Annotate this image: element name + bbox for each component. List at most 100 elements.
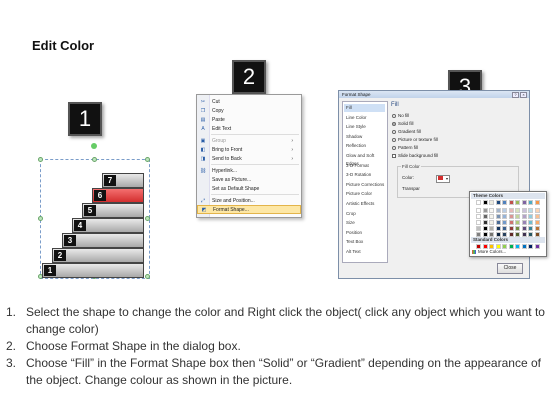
color-swatch[interactable] <box>502 220 507 225</box>
nav-item-fill[interactable]: Fill <box>344 104 385 112</box>
nav-item-3-d-format[interactable]: 3-D Format <box>346 162 369 168</box>
menu-item-copy[interactable]: ❐Copy <box>197 106 301 115</box>
color-swatch[interactable] <box>476 220 481 225</box>
nav-item-3-d-rotation[interactable]: 3-D Rotation <box>346 172 372 178</box>
menu-item-hyperlink[interactable]: ⛓Hyperlink... <box>197 166 301 175</box>
color-swatch[interactable] <box>482 232 488 237</box>
color-swatch[interactable] <box>508 226 514 231</box>
stair-step[interactable] <box>52 248 144 263</box>
close-icon[interactable]: × <box>520 92 527 98</box>
color-swatch[interactable] <box>508 232 514 237</box>
color-swatch[interactable] <box>482 220 488 225</box>
color-swatch[interactable] <box>502 226 507 231</box>
fill-option-picture-or-texture-fill[interactable]: Picture or texture fill <box>392 137 438 142</box>
color-swatch[interactable] <box>508 220 514 225</box>
standard-color-swatch[interactable] <box>502 244 507 249</box>
nav-item-artistic-effects[interactable]: Artistic Effects <box>346 201 375 206</box>
fill-option-solid-fill[interactable]: Solid fill <box>392 121 414 126</box>
standard-color-swatch[interactable] <box>515 244 520 249</box>
color-swatch[interactable] <box>476 226 481 231</box>
menu-item-size-and-position[interactable]: ⤢Size and Position... <box>197 196 301 205</box>
color-swatch[interactable] <box>534 214 540 219</box>
menu-item-bring-to-front[interactable]: ◧Bring to Front› <box>197 146 301 155</box>
nav-item-text-box[interactable]: Text Box <box>346 239 364 245</box>
color-swatch[interactable] <box>515 220 520 225</box>
color-swatch[interactable] <box>521 220 527 225</box>
standard-color-swatch[interactable] <box>482 244 488 249</box>
color-dropdown[interactable]: ▾ <box>436 175 450 183</box>
fill-option-gradient-fill[interactable]: Gradient fill <box>392 129 421 134</box>
nav-item-picture-color[interactable]: Picture Color <box>346 191 373 197</box>
color-swatch[interactable] <box>508 214 514 219</box>
standard-color-swatch[interactable] <box>521 244 527 249</box>
color-swatch[interactable] <box>482 208 488 213</box>
color-swatch[interactable] <box>521 232 527 237</box>
color-swatch[interactable] <box>482 226 488 231</box>
fill-option-pattern-fill[interactable]: Pattern fill <box>392 145 418 150</box>
color-swatch[interactable] <box>476 200 481 205</box>
menu-item-group[interactable]: ▣Group› <box>197 136 301 145</box>
nav-item-position[interactable]: Position <box>346 229 363 235</box>
nav-item-picture-corrections[interactable]: Picture Corrections <box>346 181 385 187</box>
color-swatch[interactable] <box>495 200 501 205</box>
nav-item-glow-and-soft-edges[interactable]: Glow and Soft Edges <box>346 153 375 166</box>
color-swatch[interactable] <box>489 232 494 237</box>
color-swatch[interactable] <box>482 214 488 219</box>
color-swatch[interactable] <box>528 208 533 213</box>
color-swatch[interactable] <box>528 200 533 205</box>
color-swatch[interactable] <box>515 208 520 213</box>
menu-item-paste[interactable]: ▤Paste <box>197 116 301 125</box>
nav-item-line-color[interactable]: Line Color <box>346 114 367 120</box>
color-swatch[interactable] <box>495 220 501 225</box>
resize-handle-tr[interactable] <box>145 157 150 162</box>
slide-background-checkbox[interactable]: Slide background fill <box>392 153 438 158</box>
color-swatch[interactable] <box>489 226 494 231</box>
color-swatch[interactable] <box>534 220 540 225</box>
color-swatch[interactable] <box>502 200 507 205</box>
stair-step[interactable] <box>62 233 144 248</box>
color-swatch[interactable] <box>489 220 494 225</box>
standard-color-swatch[interactable] <box>489 244 494 249</box>
color-swatch[interactable] <box>476 208 481 213</box>
fill-option-no-fill[interactable]: No fill <box>392 113 409 118</box>
standard-color-swatch[interactable] <box>476 244 481 249</box>
color-swatch[interactable] <box>495 232 501 237</box>
resize-handle-tl[interactable] <box>38 157 43 162</box>
color-swatch[interactable] <box>515 232 520 237</box>
standard-color-swatch[interactable] <box>508 244 514 249</box>
color-swatch[interactable] <box>502 232 507 237</box>
color-swatch[interactable] <box>515 200 520 205</box>
color-swatch[interactable] <box>515 214 520 219</box>
resize-handle-br[interactable] <box>145 274 150 279</box>
standard-color-swatch[interactable] <box>495 244 501 249</box>
close-button[interactable]: Close <box>497 263 523 274</box>
color-swatch[interactable] <box>482 200 488 205</box>
color-swatch[interactable] <box>502 208 507 213</box>
color-swatch[interactable] <box>534 208 540 213</box>
resize-handle-mr[interactable] <box>145 216 150 221</box>
nav-item-shadow[interactable]: Shadow <box>346 133 363 139</box>
color-swatch[interactable] <box>502 214 507 219</box>
color-swatch[interactable] <box>476 232 481 237</box>
menu-item-cut[interactable]: ✂Cut <box>197 97 301 106</box>
color-swatch[interactable] <box>489 208 494 213</box>
menu-item-send-to-back[interactable]: ◨Send to Back› <box>197 155 301 164</box>
standard-color-swatch[interactable] <box>534 244 540 249</box>
color-swatch[interactable] <box>528 232 533 237</box>
color-swatch[interactable] <box>534 200 540 205</box>
color-swatch[interactable] <box>495 214 501 219</box>
color-swatch[interactable] <box>489 214 494 219</box>
rotation-handle[interactable] <box>91 143 97 149</box>
color-swatch[interactable] <box>515 226 520 231</box>
nav-item-crop[interactable]: Crop <box>346 210 356 216</box>
color-swatch[interactable] <box>521 208 527 213</box>
resize-handle-ml[interactable] <box>38 216 43 221</box>
color-swatch[interactable] <box>534 226 540 231</box>
menu-item-save-as-picture[interactable]: Save as Picture... <box>197 175 301 184</box>
color-swatch[interactable] <box>489 200 494 205</box>
color-swatch[interactable] <box>528 214 533 219</box>
color-swatch[interactable] <box>476 214 481 219</box>
color-swatch[interactable] <box>521 200 527 205</box>
resize-handle-tc[interactable] <box>92 157 97 162</box>
